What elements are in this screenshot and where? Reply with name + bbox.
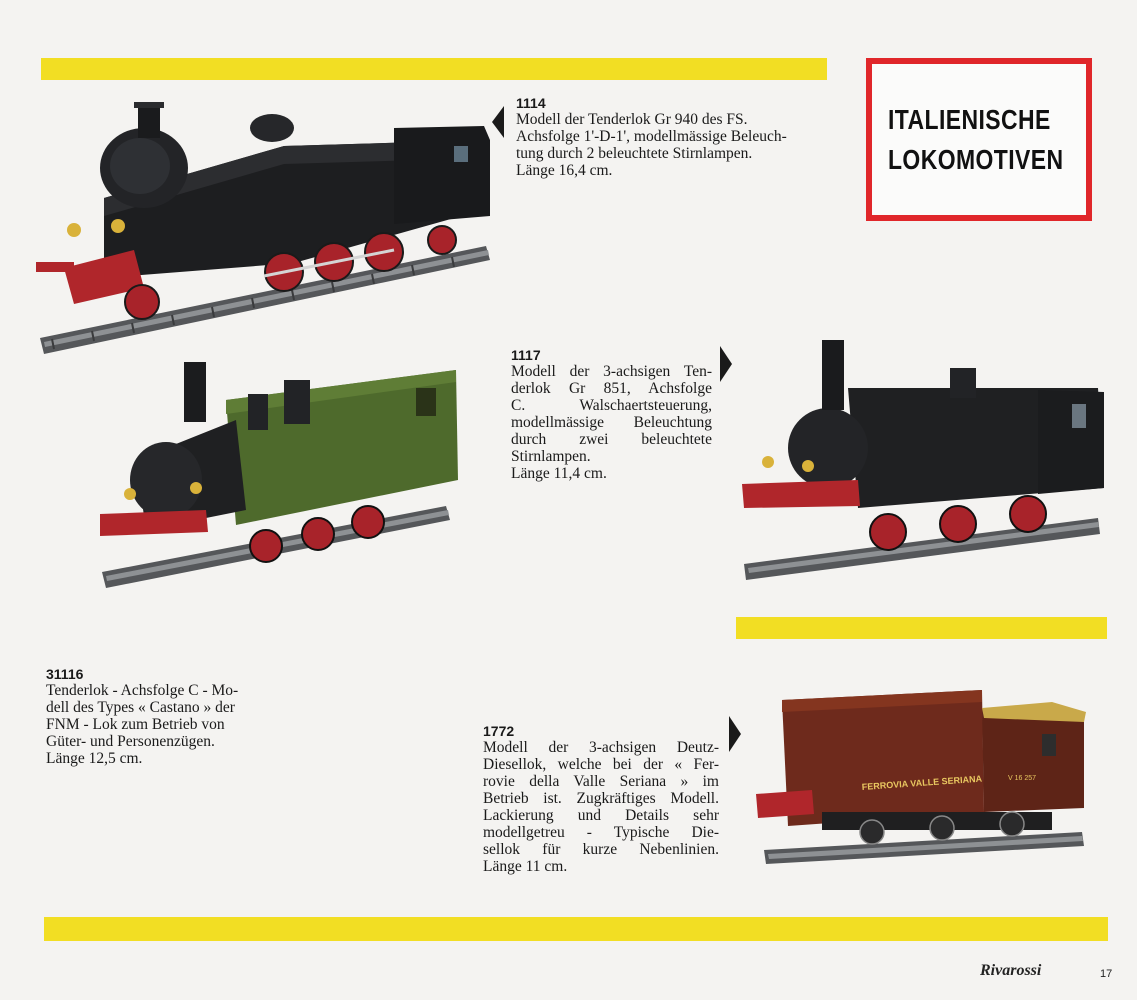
product-1772-line-7: sellok für kurze Nebenlinien. (483, 841, 719, 858)
product-1117-description: 1117 Modell der 3-achsigen Ten- derlok G… (511, 347, 712, 482)
product-1114-number: 1114 (516, 95, 546, 111)
product-1117-line-5: durch zwei beleuchtete (511, 431, 712, 448)
product-1772-line-1: Modell der 3-achsigen Deutz- (483, 739, 719, 756)
brand-logo: Rivarossi (980, 962, 1042, 979)
page-number: 17 (1100, 968, 1113, 980)
product-31116-line-2: dell des Types « Castano » der (46, 699, 235, 716)
locomotive-1117-image (742, 340, 1104, 580)
product-31116-line-5: Länge 12,5 cm. (46, 750, 143, 767)
yellow-bar-bottom (44, 917, 1108, 941)
product-1772-description: 1772 Modell der 3-achsigen Deutz- Diesel… (483, 723, 719, 875)
yellow-bar-middle (736, 617, 1107, 639)
heading-line-1: ITALIENISCHE (888, 103, 1051, 135)
product-1117-line-3: C. Walschaertsteuerung, (511, 397, 712, 414)
product-1114-line-4: Länge 16,4 cm. (516, 162, 613, 179)
pointer-right-1772 (729, 716, 741, 752)
product-1117-line-7: Länge 11,4 cm. (511, 465, 607, 482)
pointer-left-1114 (492, 106, 504, 138)
product-1114-line-2: Achsfolge 1'-D-1', modellmässige Beleuch… (516, 128, 787, 145)
product-1117-line-4: modellmässige Beleuchtung (511, 414, 712, 431)
product-31116-line-1: Tenderlok - Achsfolge C - Mo- (46, 682, 239, 699)
product-1117-number: 1117 (511, 347, 541, 363)
locomotive-1772-image: FERROVIA VALLE SERIANA V 16 257 (756, 690, 1086, 864)
product-1117-line-1: Modell der 3-achsigen Ten- (511, 363, 712, 380)
product-1114-description: 1114 Modell der Tenderlok Gr 940 des FS.… (516, 95, 831, 179)
product-1772-line-5: Lackierung und Details sehr (483, 807, 719, 824)
product-1114-line-1: Modell der Tenderlok Gr 940 des FS. (516, 111, 748, 128)
heading-line-2: LOKOMOTIVEN (888, 143, 1064, 175)
product-31116-line-3: FNM - Lok zum Betrieb von (46, 716, 225, 733)
product-31116-number: 31116 (46, 666, 84, 682)
product-1772-number: 1772 (483, 723, 515, 739)
product-1772-line-6: modellgetreu - Typische Die- (483, 824, 719, 841)
product-1117-line-6: Stirnlampen. (511, 448, 591, 465)
product-1772-line-8: Länge 11 cm. (483, 858, 568, 875)
locomotive-31116-image (100, 362, 458, 588)
product-1772-line-2: Diesellok, welche bei der « Fer- (483, 756, 719, 773)
product-31116-line-4: Güter- und Personenzügen. (46, 733, 215, 750)
locomotive-1114-image (36, 102, 490, 354)
yellow-bar-top (41, 58, 827, 80)
product-1772-line-4: Betrieb ist. Zugkräftiges Modell. (483, 790, 719, 807)
heading-box: ITALIENISCHE LOKOMOTIVEN (866, 58, 1092, 221)
product-1772-line-3: rovie della Valle Seriana » im (483, 773, 719, 790)
pointer-right-1117 (720, 346, 732, 382)
diesel-cab-number: V 16 257 (1008, 775, 1036, 782)
product-1117-line-2: derlok Gr 851, Achsfolge (511, 380, 712, 397)
product-31116-description: 31116 Tenderlok - Achsfolge C - Mo- dell… (46, 666, 284, 767)
product-1114-line-3: tung durch 2 beleuchtete Stirnlampen. (516, 145, 753, 162)
